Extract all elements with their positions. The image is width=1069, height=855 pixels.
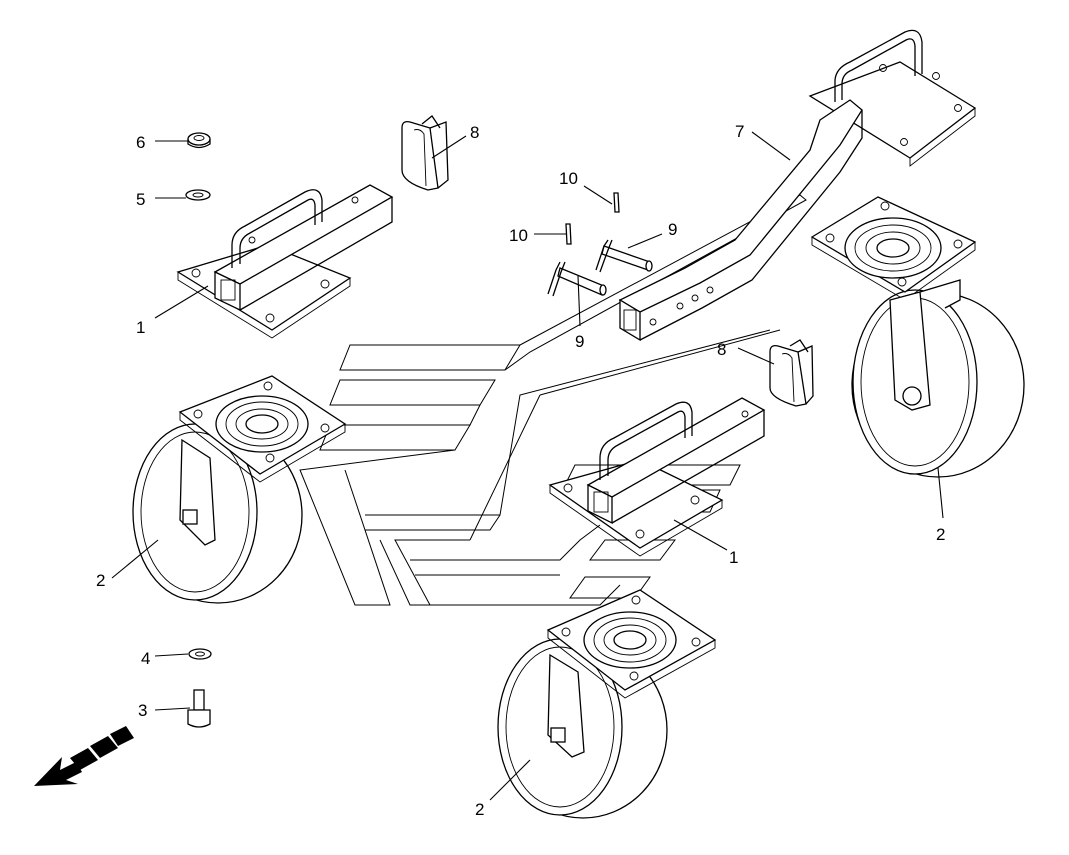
- pin-part-upper: [613, 192, 620, 213]
- callout-10-upper: 10: [559, 169, 578, 188]
- callout-1-upper: 1: [136, 318, 145, 337]
- washer-part-lower: [188, 648, 212, 660]
- pin-part-lower: [565, 223, 572, 245]
- callout-4: 4: [141, 649, 150, 668]
- callout-6: 6: [136, 133, 145, 152]
- callout-2-right: 2: [936, 525, 945, 544]
- callout-2-bottom: 2: [475, 800, 484, 819]
- callout-labels: 6 5 1 8 10 10 9 9 7 8 1 2 2 4 3 2: [96, 122, 945, 819]
- callout-9-upper: 9: [668, 220, 677, 239]
- caster-wheel-bottom: [497, 589, 717, 819]
- bolt-part: [187, 689, 211, 728]
- tow-bar: [618, 29, 977, 342]
- mounting-bracket-upper: [176, 184, 394, 339]
- lock-pin-lower: [547, 261, 607, 297]
- lock-pin-upper: [595, 239, 653, 273]
- caster-wheel-right: [810, 196, 1025, 478]
- nut-part: [187, 132, 211, 149]
- callout-5: 5: [136, 190, 145, 209]
- callout-9-lower: 9: [575, 332, 584, 351]
- callout-1-middle: 1: [729, 548, 738, 567]
- direction-arrow-icon: [34, 726, 134, 786]
- caster-wheel-left: [132, 375, 347, 604]
- callout-7: 7: [735, 122, 744, 141]
- clip-part-middle: [769, 339, 814, 407]
- washer-part: [185, 189, 211, 201]
- leader-lines: [111, 131, 944, 801]
- callout-3: 3: [138, 701, 147, 720]
- callout-2-left: 2: [96, 571, 105, 590]
- callout-10-lower: 10: [509, 226, 528, 245]
- callout-8-middle: 8: [717, 340, 726, 359]
- clip-part-upper: [401, 115, 449, 191]
- callout-8-upper: 8: [470, 123, 479, 142]
- mounting-bracket-middle: [548, 397, 766, 557]
